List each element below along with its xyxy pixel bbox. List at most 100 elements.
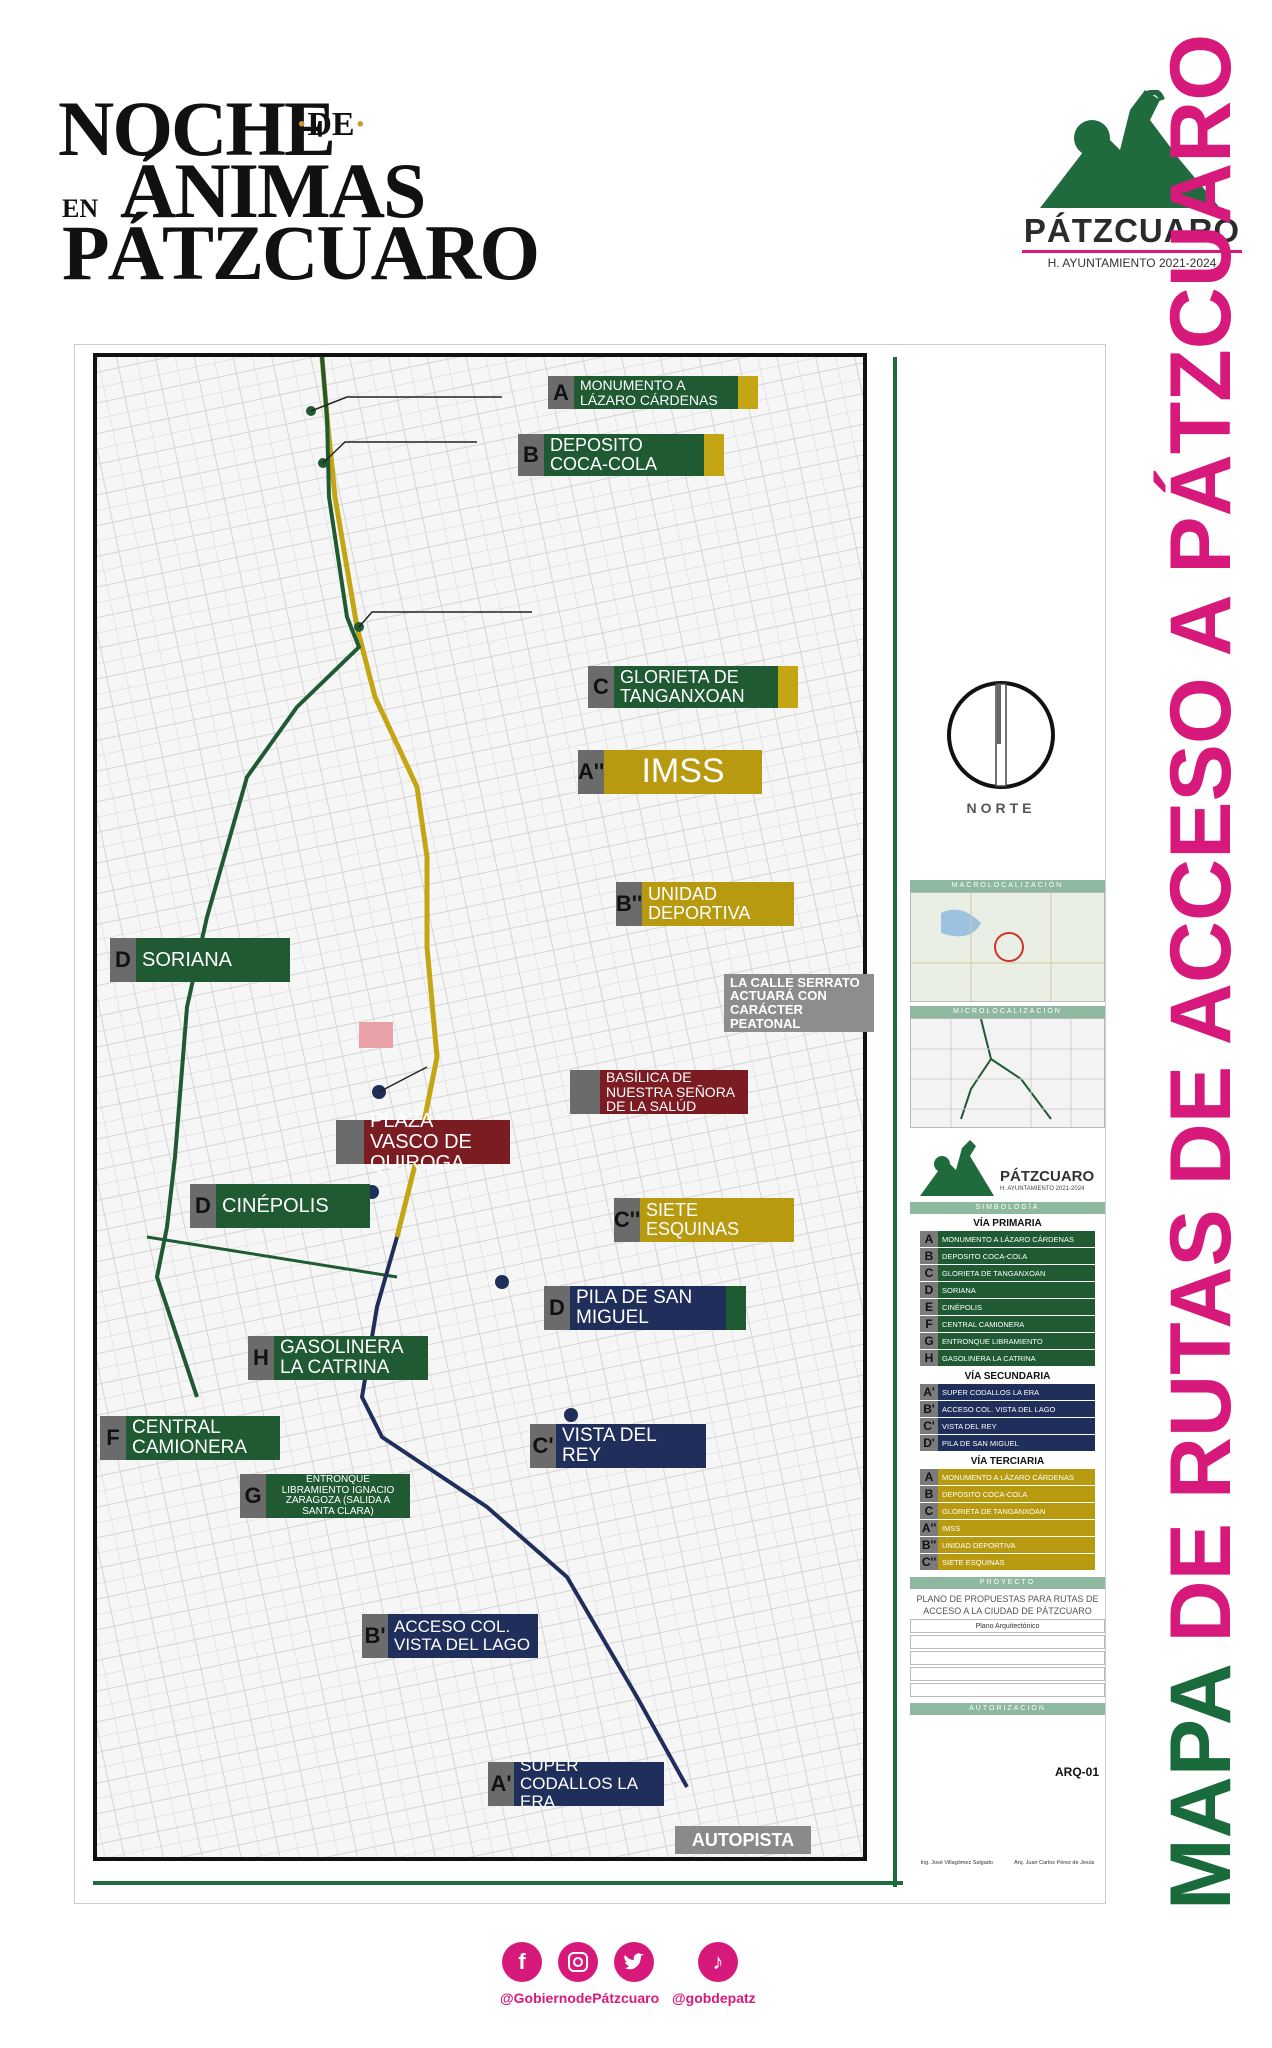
label-cinepolis: D CINÉPOLIS bbox=[190, 1184, 370, 1228]
leader-line bbox=[322, 441, 477, 464]
micro-map-image bbox=[911, 1018, 1104, 1127]
leader-line bbox=[358, 611, 532, 628]
label-monumento: A MONUMENTO A LÁZARO CÁRDENAS bbox=[548, 376, 758, 410]
municipality-name: PÁTZCUARO bbox=[1023, 212, 1241, 249]
instagram-icon[interactable] bbox=[558, 1942, 598, 1982]
macro-map-image bbox=[911, 893, 1104, 1001]
secondary-route bbox=[359, 1236, 689, 1788]
label-siete-esquinas: C'' SIETE ESQUINAS bbox=[614, 1198, 794, 1242]
label-soriana: D SORIANA bbox=[110, 938, 290, 982]
legend-row: A''IMSS bbox=[920, 1520, 1095, 1537]
tiktok-icon[interactable]: ♪ bbox=[698, 1942, 738, 1982]
macro-location-map bbox=[910, 892, 1105, 1002]
social-handle-2[interactable]: @gobdepatz bbox=[672, 1990, 756, 2006]
municipality-logo: PÁTZCUARO H. AYUNTAMIENTO 2021-2024 bbox=[1010, 90, 1242, 280]
info-row bbox=[910, 1667, 1105, 1681]
label-pila-san-miguel: D PILA DE SAN MIGUEL bbox=[544, 1286, 746, 1330]
secondary-road-heading: VÍA SECUNDARIA bbox=[964, 1371, 1051, 1382]
point-codallos bbox=[564, 1408, 578, 1422]
info-row bbox=[910, 1635, 1105, 1649]
primary-road-heading: VÍA PRIMARIA bbox=[973, 1218, 1042, 1229]
proyecto-heading: PROYECTO bbox=[910, 1577, 1105, 1589]
label-glorieta: C GLORIETA DE TANGANXOAN bbox=[588, 666, 798, 708]
macro-heading: MACROLOCALIZACIÓN bbox=[910, 880, 1105, 892]
title-block: MACROLOCALIZACIÓN MICROLOCALIZACIÓN PÁTZ… bbox=[910, 880, 1105, 1900]
monument-icon bbox=[920, 1140, 994, 1196]
label-imss: A'' IMSS bbox=[578, 750, 762, 794]
point-vista-lago bbox=[495, 1275, 509, 1289]
leader-line bbox=[310, 396, 502, 412]
legend-row: B''UNIDAD DEPORTIVA bbox=[920, 1537, 1095, 1554]
signature-1: Ing. José Villagómez Salgado bbox=[920, 1860, 993, 1866]
event-logo: NOCHE ·DE· ÁNIMAS EN PÁTZCUARO bbox=[58, 84, 540, 296]
leader-line bbox=[378, 1066, 428, 1093]
social-handle-1[interactable]: @GobiernodePátzcuaro bbox=[500, 1990, 660, 2006]
label-gasolinera: H GASOLINERA LA CATRINA bbox=[248, 1336, 428, 1380]
info-row bbox=[910, 1683, 1105, 1697]
title-block-logo: PÁTZCUARO H. AYUNTAMIENTO 2021-2024 bbox=[910, 1132, 1105, 1202]
title-block-logo-sub: H. AYUNTAMIENTO 2021-2024 bbox=[1000, 1186, 1085, 1192]
tertiary-road-heading: VÍA TERCIARIA bbox=[970, 1456, 1045, 1467]
signatures: Ing. José Villagómez Salgado Arq. Juan C… bbox=[910, 1860, 1105, 1866]
north-arrow: NORTE bbox=[946, 680, 1066, 820]
autorizacion-heading: AUTORIZACIÓN bbox=[910, 1703, 1105, 1715]
compass-icon bbox=[947, 681, 1055, 789]
micro-heading: MICROLOCALIZACIÓN bbox=[910, 1006, 1105, 1018]
vertical-title: MAPA DE RUTAS DE ACCESO A PÁTZCUARO bbox=[1153, 34, 1249, 1910]
logo-divider bbox=[1022, 250, 1242, 253]
vertical-title-part2: DE RUTAS DE ACCESO A PÁTZCUARO bbox=[1153, 33, 1249, 1643]
tertiary-route bbox=[319, 357, 440, 1238]
legend-row: D'PILA DE SAN MIGUEL bbox=[920, 1435, 1095, 1452]
facebook-icon[interactable]: f bbox=[502, 1942, 542, 1982]
label-plaza-vasco: PLAZA VASCO DE QUIROGA bbox=[336, 1110, 510, 1173]
municipality-administration: H. AYUNTAMIENTO 2021-2024 bbox=[1047, 256, 1217, 270]
label-autopista: AUTOPISTA bbox=[675, 1826, 811, 1854]
label-calle-serrato: LA CALLE SERRATO ACTUARÁ CON CARÁCTER PE… bbox=[724, 974, 874, 1032]
label-vista-del-lago: B' ACCESO COL. VISTA DEL LAGO bbox=[362, 1614, 538, 1658]
event-title-line2: ÁNIMAS bbox=[120, 147, 426, 234]
monument-icon bbox=[1040, 90, 1220, 208]
plano-type: Plano Arquitectónico bbox=[910, 1619, 1105, 1633]
vertical-title-part1: MAPA bbox=[1153, 1642, 1249, 1910]
legend-row: C''SIETE ESQUINAS bbox=[920, 1554, 1095, 1571]
label-central-camionera: F CENTRAL CAMIONERA bbox=[100, 1416, 280, 1460]
primary-route-branch bbox=[146, 1235, 398, 1279]
label-super-codallos: A' SUPER CODALLOS LA ERA bbox=[488, 1757, 664, 1810]
north-label: NORTE bbox=[966, 800, 1036, 816]
simbologia-heading: SIMBOLOGÍA bbox=[910, 1202, 1105, 1214]
label-vista-del-rey: C' VISTA DEL REY bbox=[530, 1424, 706, 1468]
primary-route bbox=[154, 357, 362, 1398]
sheet-divider bbox=[893, 357, 897, 1887]
event-title-line3: PÁTZCUARO bbox=[62, 209, 540, 296]
label-unidad-deportiva: B'' UNIDAD DEPORTIVA bbox=[616, 882, 794, 926]
label-basilica: BASÍLICA DE NUESTRA SEÑORA DE LA SALÚD bbox=[570, 1070, 748, 1114]
info-row bbox=[910, 1651, 1105, 1665]
title-block-logo-name: PÁTZCUARO bbox=[1000, 1168, 1095, 1185]
legend-row: C'VISTA DEL REY bbox=[920, 1418, 1095, 1435]
label-entronque: G ENTRONQUE LIBRAMIENTO IGNACIO ZARAGOZA… bbox=[240, 1474, 410, 1518]
twitter-icon[interactable] bbox=[614, 1942, 654, 1982]
drawing-code: ARQ-01 bbox=[1054, 1765, 1099, 1779]
event-title-line1: NOCHE bbox=[58, 85, 336, 172]
event-title-de: ·DE· bbox=[296, 106, 366, 143]
legend-row: B'ACCESO COL. VISTA DEL LAGO bbox=[920, 1401, 1095, 1418]
signature-2: Arq. Juan Carlos Pérez de Jesús bbox=[1014, 1860, 1095, 1866]
legend-row: A'SUPER CODALLOS LA ERA bbox=[920, 1384, 1095, 1401]
micro-location-map bbox=[910, 1018, 1105, 1128]
event-title-en: EN bbox=[62, 194, 99, 223]
proyecto-text: PLANO DE PROPUESTAS PARA RUTAS DE ACCESO… bbox=[916, 1594, 1099, 1616]
label-deposito: B DEPOSITO COCA-COLA bbox=[518, 434, 724, 476]
sheet-bottom-line bbox=[93, 1881, 903, 1885]
plaza-marker bbox=[359, 1022, 393, 1048]
